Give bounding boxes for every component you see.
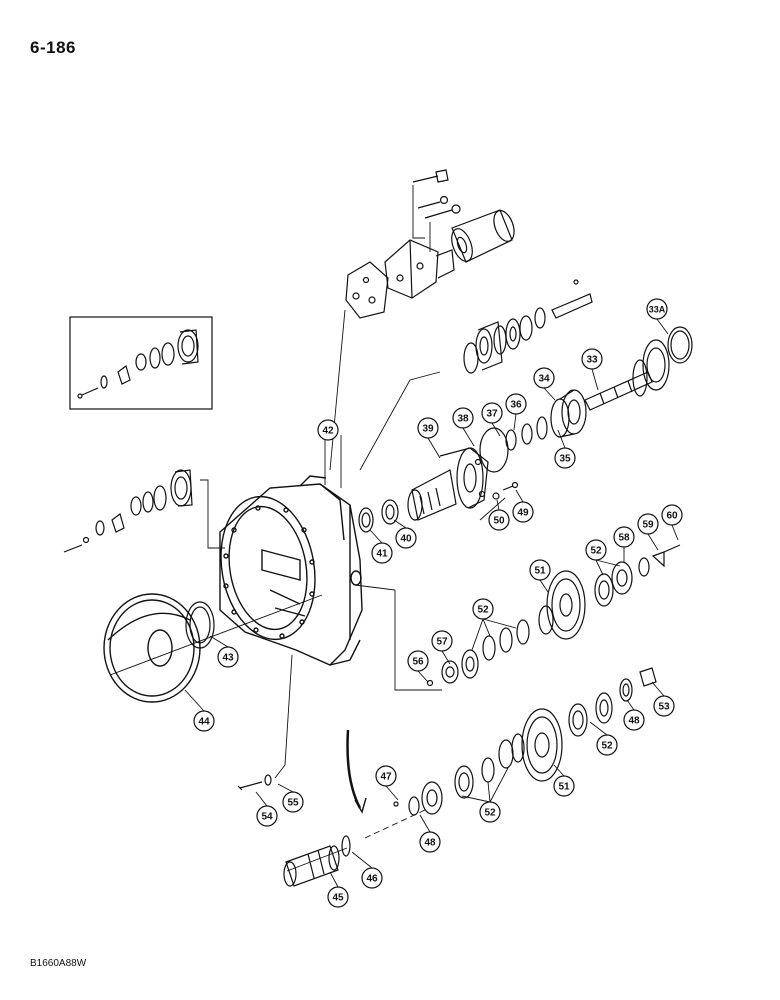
svg-text:51: 51: [558, 782, 570, 793]
callout-55: 55: [282, 791, 304, 813]
svg-text:47: 47: [380, 772, 392, 783]
pump-bolts: [412, 169, 461, 219]
callout-42: 42: [317, 419, 339, 441]
upper-bearing-stack: [463, 279, 593, 374]
svg-text:50: 50: [493, 516, 505, 527]
shaft-45: [283, 835, 351, 887]
svg-text:40: 40: [400, 534, 412, 545]
small-parts-49-50: [492, 481, 519, 500]
lower-right-bearings: [568, 667, 657, 737]
callout-35: 35: [554, 447, 576, 469]
bearing-stack-52-58: [594, 544, 681, 607]
svg-text:55: 55: [287, 798, 299, 809]
callout-44: 44: [193, 710, 215, 732]
callout-33: 33: [581, 348, 603, 370]
gear-51-upper: [538, 570, 586, 640]
figure-code: B1660A88W: [30, 958, 87, 969]
svg-text:36: 36: [510, 400, 522, 411]
svg-text:43: 43: [222, 653, 234, 664]
callout-54: 54: [256, 805, 278, 827]
callout-33A: 33A: [646, 298, 668, 320]
callout-59: 59: [637, 513, 659, 535]
callout-40: 40: [395, 527, 417, 549]
svg-text:58: 58: [618, 533, 630, 544]
seals-40-41: [358, 499, 399, 533]
callout-57: 57: [431, 630, 453, 652]
callout-52-right: 52: [596, 734, 618, 756]
svg-text:41: 41: [376, 549, 388, 560]
svg-text:59: 59: [642, 520, 654, 531]
bolt-54-washer-55: [237, 774, 272, 791]
callout-51-upper: 51: [529, 559, 551, 581]
svg-text:48: 48: [628, 716, 640, 727]
svg-text:37: 37: [486, 409, 498, 420]
callout-41: 41: [371, 542, 393, 564]
retainer-39: [407, 427, 509, 521]
svg-text:44: 44: [198, 717, 210, 728]
callout-47: 47: [375, 765, 397, 787]
callout-56: 56: [407, 650, 429, 672]
callout-49: 49: [512, 501, 534, 523]
svg-text:33: 33: [586, 355, 598, 366]
callout-leaders: [184, 318, 679, 888]
callout-52-top: 52: [585, 539, 607, 561]
lower-bearing-set: [426, 619, 530, 687]
svg-text:56: 56: [412, 657, 424, 668]
callout-52-middle: 52: [472, 598, 494, 620]
svg-text:35: 35: [559, 454, 571, 465]
svg-text:34: 34: [538, 374, 550, 385]
svg-text:51: 51: [534, 566, 546, 577]
left-gear-stack: [63, 469, 193, 553]
svg-text:49: 49: [517, 508, 529, 519]
svg-text:48: 48: [424, 838, 436, 849]
svg-text:52: 52: [590, 546, 602, 557]
gear-51-lower: [511, 708, 563, 782]
svg-text:38: 38: [457, 414, 469, 425]
callout-34: 34: [533, 367, 555, 389]
svg-text:52: 52: [601, 741, 613, 752]
inset-detail: [69, 316, 213, 410]
leader-lines: [109, 185, 506, 872]
callout-52-bottom: 52: [479, 801, 501, 823]
svg-text:33A: 33A: [649, 305, 666, 315]
svg-text:57: 57: [436, 637, 448, 648]
callout-60: 60: [661, 504, 683, 526]
svg-text:39: 39: [422, 424, 434, 435]
page-number: 6-186: [30, 38, 76, 57]
callout-50: 50: [488, 509, 510, 531]
callout-58: 58: [613, 526, 635, 548]
oil-filter: [451, 209, 515, 263]
callout-45: 45: [327, 886, 349, 908]
direction-arrow: [346, 729, 367, 814]
transmission-housing: [219, 475, 363, 666]
output-shaft: [584, 326, 693, 411]
svg-text:60: 60: [666, 511, 678, 522]
callout-37: 37: [481, 402, 503, 424]
svg-text:45: 45: [332, 893, 344, 904]
callout-51-lower: 51: [553, 775, 575, 797]
svg-text:54: 54: [261, 812, 273, 823]
cover-44: [103, 593, 201, 703]
callouts: 33A 33 34 35 36 37 38 39 40 41 42 43 44 …: [193, 298, 683, 908]
oil-pump-assembly: [345, 239, 455, 319]
svg-text:52: 52: [477, 605, 489, 616]
callout-48-lower: 48: [419, 831, 441, 853]
callout-46: 46: [361, 867, 383, 889]
svg-text:52: 52: [484, 808, 496, 819]
callout-39: 39: [417, 417, 439, 439]
svg-text:42: 42: [322, 426, 334, 437]
callout-36: 36: [505, 393, 527, 415]
callout-48-right: 48: [623, 709, 645, 731]
callout-43: 43: [217, 646, 239, 668]
callout-38: 38: [452, 407, 474, 429]
callout-53: 53: [653, 695, 675, 717]
svg-text:53: 53: [658, 702, 670, 713]
svg-text:46: 46: [366, 874, 378, 885]
